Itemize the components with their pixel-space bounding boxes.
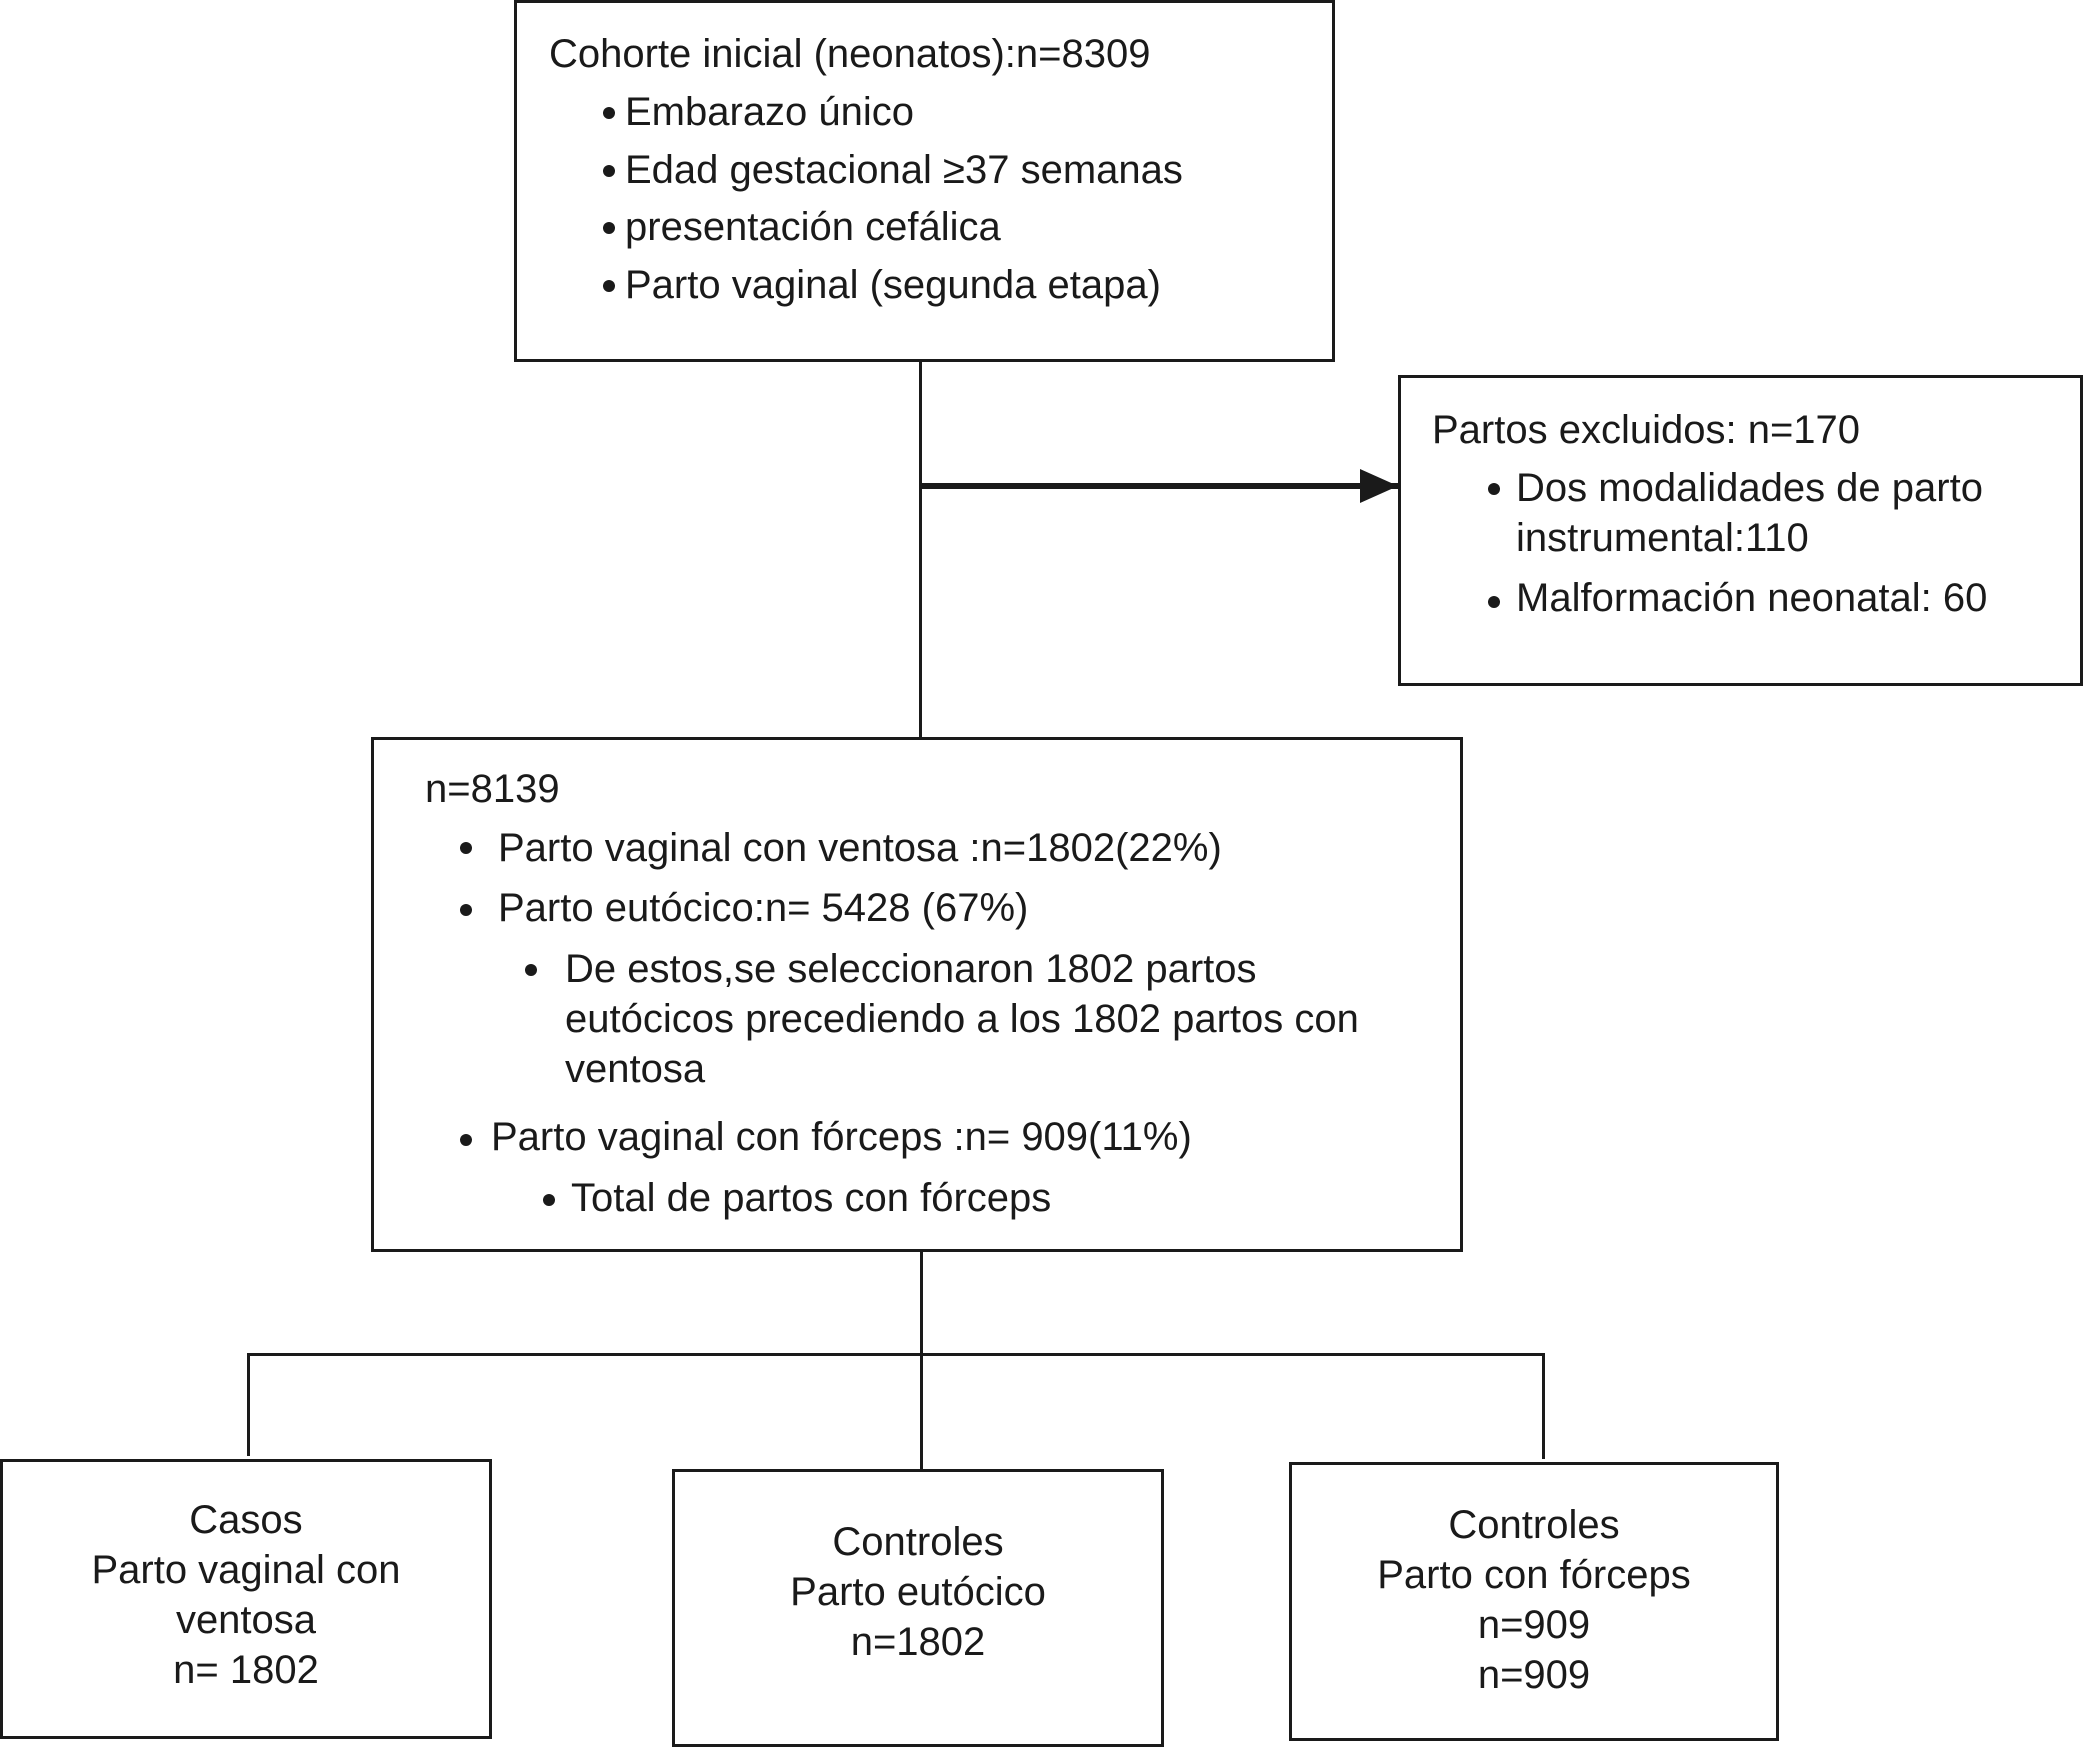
bullet-icon [603,165,615,177]
bullet-icon [525,964,537,976]
cohort-criterion: Parto vaginal (segunda etapa) [625,263,1161,307]
included-subitem: Total de partos con fórceps [571,1176,1052,1220]
cohort-box [514,0,1335,362]
excluded-box [1398,375,2083,686]
included-subitem-continuation: eutócicos precediendo a los 1802 partos … [565,997,1359,1041]
included-item: Parto eutócico:n= 5428 (67%) [498,886,1029,930]
group-line: Controles [1448,1503,1620,1547]
arrowhead-right-icon [1360,469,1398,503]
cohort-title: Cohorte inicial (neonatos):n=8309 [549,32,1151,76]
excluded-title: Partos excluidos: n=170 [1432,408,1861,452]
group-box-eutocic-controls [672,1469,1164,1747]
cohort-criterion: presentación cefálica [625,205,1001,249]
bullet-icon [603,280,615,292]
group-line: n=1802 [850,1620,986,1664]
group-label-forceps-controls: Controles Parto con fórceps n=909 n=909 [1289,1500,1779,1700]
cohort-criterion: Edad gestacional ≥37 semanas [625,148,1183,192]
group-line: Casos [189,1498,303,1542]
included-box [371,737,1463,1252]
group-line: n=909 [1477,1653,1591,1697]
group-line: n=909 [1477,1603,1591,1647]
excluded-item: Dos modalidades de parto [1516,466,1983,510]
bullet-icon [543,1194,555,1206]
cohort-criterion: Embarazo único [625,90,915,134]
group-line: Controles [832,1520,1004,1564]
included-subitem-continuation: ventosa [565,1047,706,1091]
bullet-icon [460,904,472,916]
connector-branch-left [247,1353,250,1456]
bullet-icon [603,107,615,119]
bullet-icon [460,842,472,854]
connector-horizontal-split [247,1353,1545,1356]
excluded-item: Malformación neonatal: 60 [1516,576,1988,620]
bullet-icon [1488,596,1500,608]
group-box-forceps-controls [1289,1462,1779,1741]
group-line: n= 1802 [173,1648,319,1692]
connector-branch-center [920,1353,923,1469]
group-line: Parto con fórceps [1377,1553,1691,1597]
bullet-icon [1488,483,1500,495]
included-subitem: De estos,se seleccionaron 1802 partos [565,947,1257,991]
group-label-eutocic-controls: Controles Parto eutócico n=1802 [672,1517,1164,1667]
bullet-icon [460,1134,472,1146]
included-title: n=8139 [425,767,560,811]
bullet-icon [603,222,615,234]
group-line: Parto eutócico [790,1570,1046,1614]
connector-top-vertical [919,360,922,738]
included-item: Parto vaginal con fórceps :n= 909(11%) [491,1115,1192,1159]
group-line: ventosa [175,1598,317,1642]
connector-branch-right [1542,1353,1545,1459]
group-label-cases: Casos Parto vaginal con ventosa n= 1802 [0,1495,492,1695]
included-item: Parto vaginal con ventosa :n=1802(22%) [498,826,1222,870]
excluded-item-continuation: instrumental:110 [1516,516,1809,560]
group-box-cases [0,1459,492,1739]
connector-middle-vertical [920,1250,923,1354]
group-line: Parto vaginal con [91,1548,401,1592]
